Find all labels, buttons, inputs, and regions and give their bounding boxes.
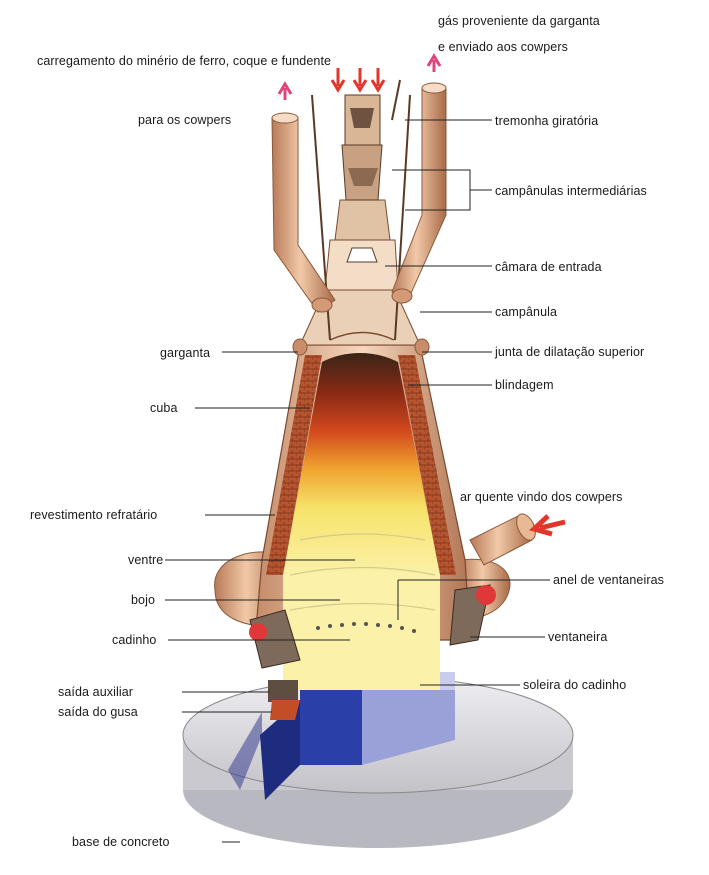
label-ventaneira: ventaneira bbox=[548, 630, 607, 644]
label-carregamento: carregamento do minério de ferro, coque … bbox=[37, 54, 331, 68]
label-campanula: campânula bbox=[495, 305, 557, 319]
label-saida-auxiliar: saída auxiliar bbox=[58, 685, 133, 699]
label-anel: anel de ventaneiras bbox=[553, 573, 664, 587]
label-gas-top-line1: gás proveniente da garganta bbox=[438, 14, 600, 28]
label-bojo: bojo bbox=[131, 593, 155, 607]
label-gas-top-line2: e enviado aos cowpers bbox=[438, 40, 568, 54]
label-campanulas: campânulas intermediárias bbox=[495, 184, 647, 198]
label-cadinho: cadinho bbox=[112, 633, 157, 647]
label-tremonha: tremonha giratória bbox=[495, 114, 598, 128]
label-base: base de concreto bbox=[72, 835, 170, 849]
label-saida-gusa: saída do gusa bbox=[58, 705, 138, 719]
label-cuba: cuba bbox=[150, 401, 178, 415]
label-revestimento: revestimento refratário bbox=[30, 508, 157, 522]
label-garganta: garganta bbox=[160, 346, 210, 360]
label-ventre: ventre bbox=[128, 553, 163, 567]
label-ar-quente: ar quente vindo dos cowpers bbox=[460, 490, 623, 504]
label-blindagem: blindagem bbox=[495, 378, 554, 392]
label-soleira: soleira do cadinho bbox=[523, 678, 626, 692]
label-junta: junta de dilatação superior bbox=[495, 345, 644, 359]
label-para-os-cowpers: para os cowpers bbox=[138, 113, 231, 127]
taphole bbox=[268, 680, 300, 720]
label-camara: câmara de entrada bbox=[495, 260, 602, 274]
